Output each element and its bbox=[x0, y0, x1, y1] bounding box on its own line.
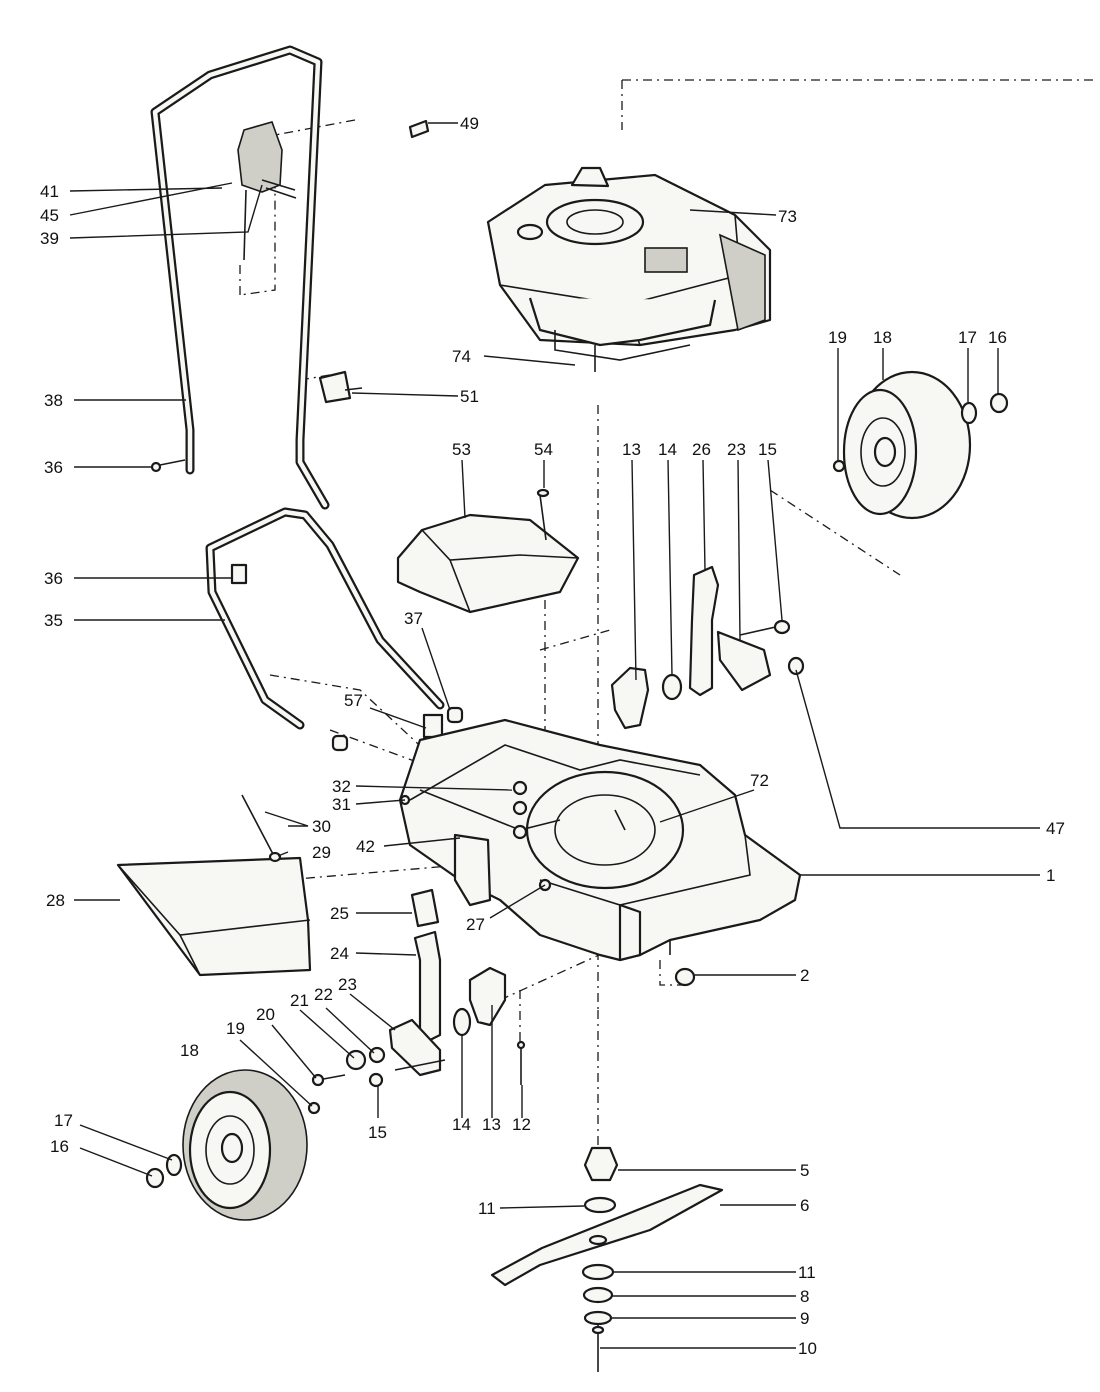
callout-31: 31 bbox=[332, 795, 351, 814]
callout-73: 73 bbox=[778, 207, 797, 226]
callout-41: 41 bbox=[40, 182, 59, 201]
handle-clamp bbox=[318, 370, 363, 404]
callout-37: 37 bbox=[404, 609, 423, 628]
callout-49: 49 bbox=[460, 114, 479, 133]
rear-height-adjuster bbox=[610, 565, 805, 730]
callout-42: 42 bbox=[356, 837, 375, 856]
callout-18-rear: 18 bbox=[873, 328, 892, 347]
callout-45: 45 bbox=[40, 206, 59, 225]
callout-19-rear: 19 bbox=[828, 328, 847, 347]
handle-knob-37 bbox=[446, 706, 464, 724]
callout-54: 54 bbox=[534, 440, 553, 459]
callout-19-front: 19 bbox=[226, 1019, 245, 1038]
callout-11-lower: 11 bbox=[798, 1263, 816, 1282]
front-height-adjuster bbox=[307, 888, 526, 1115]
callout-14-front: 14 bbox=[452, 1115, 471, 1134]
callout-23-rear: 23 bbox=[727, 440, 746, 459]
mower-deck bbox=[398, 718, 802, 987]
callout-1: 1 bbox=[1046, 866, 1055, 885]
callout-18-front: 18 bbox=[180, 1041, 199, 1060]
upper-handle bbox=[150, 45, 330, 510]
callout-8: 8 bbox=[800, 1287, 809, 1306]
callout-39: 39 bbox=[40, 229, 59, 248]
rear-wheel bbox=[832, 370, 1009, 520]
callout-2: 2 bbox=[800, 966, 809, 985]
callout-51: 51 bbox=[460, 387, 479, 406]
callout-6: 6 bbox=[800, 1196, 809, 1215]
callout-16-front: 16 bbox=[50, 1137, 69, 1156]
callout-labels: 49 41 45 39 73 74 19 18 17 16 38 51 36 5… bbox=[40, 114, 1065, 1358]
grass-deflector bbox=[116, 794, 312, 977]
lower-handle bbox=[205, 507, 464, 752]
callout-17-rear: 17 bbox=[958, 328, 977, 347]
callout-23-front: 23 bbox=[338, 975, 357, 994]
callout-20: 20 bbox=[256, 1005, 275, 1024]
callout-13-front: 13 bbox=[482, 1115, 501, 1134]
callout-24: 24 bbox=[330, 944, 349, 963]
callout-47: 47 bbox=[1046, 819, 1065, 838]
callout-10: 10 bbox=[798, 1339, 817, 1358]
callout-36-lower: 36 bbox=[44, 569, 63, 588]
blade-assembly bbox=[490, 1146, 724, 1372]
callout-11-upper: 11 bbox=[478, 1199, 496, 1218]
engine bbox=[486, 166, 772, 372]
handle-bolts bbox=[150, 119, 430, 473]
callout-27: 27 bbox=[466, 915, 485, 934]
callout-38: 38 bbox=[44, 391, 63, 410]
callout-29: 29 bbox=[312, 843, 331, 862]
callout-36-upper: 36 bbox=[44, 458, 63, 477]
callout-57: 57 bbox=[344, 691, 363, 710]
callout-17-front: 17 bbox=[54, 1111, 73, 1130]
callout-22: 22 bbox=[314, 985, 333, 1004]
callout-15-rear: 15 bbox=[758, 440, 777, 459]
callout-30: 30 bbox=[312, 817, 331, 836]
callout-14-rear: 14 bbox=[658, 440, 677, 459]
callout-72: 72 bbox=[750, 771, 769, 790]
front-wheel bbox=[145, 1069, 308, 1221]
callout-25: 25 bbox=[330, 904, 349, 923]
top-cover bbox=[396, 488, 580, 614]
callout-21: 21 bbox=[290, 991, 309, 1010]
callout-15-front: 15 bbox=[368, 1123, 387, 1142]
callout-28: 28 bbox=[46, 891, 65, 910]
callout-5: 5 bbox=[800, 1161, 809, 1180]
callout-74: 74 bbox=[452, 347, 471, 366]
callout-35: 35 bbox=[44, 611, 63, 630]
callout-9: 9 bbox=[800, 1309, 809, 1328]
callout-13-rear: 13 bbox=[622, 440, 641, 459]
callout-12: 12 bbox=[512, 1115, 531, 1134]
callout-16-rear: 16 bbox=[988, 328, 1007, 347]
callout-53: 53 bbox=[452, 440, 471, 459]
callout-32: 32 bbox=[332, 777, 351, 796]
callout-leaders bbox=[69, 122, 1040, 1349]
callout-26: 26 bbox=[692, 440, 711, 459]
